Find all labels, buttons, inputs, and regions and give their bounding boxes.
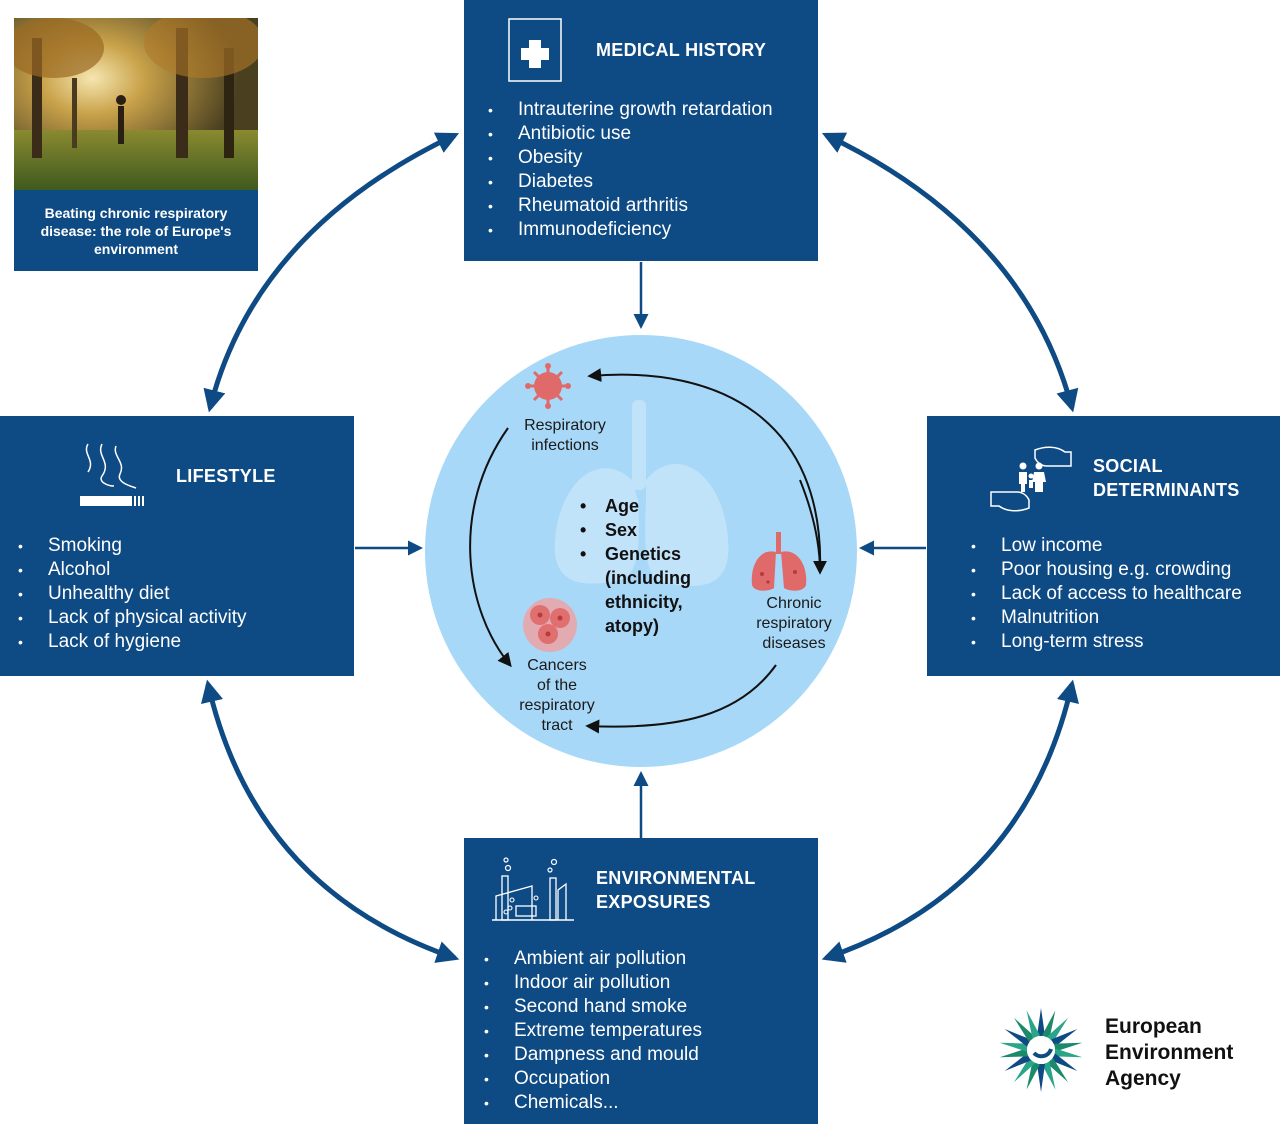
logo-petal <box>1051 1053 1078 1071</box>
cycle-arrow-chronic-to-cancers <box>585 664 777 734</box>
label-line: Chronic <box>766 595 822 612</box>
lifestyle-list: Smoking Alcohol Unhealthy diet Lack of p… <box>18 534 247 654</box>
list-item: Antibiotic use <box>488 122 773 146</box>
eea-brand-name: European Environment Agency <box>1105 1014 1233 1092</box>
virus-icon <box>525 363 571 409</box>
logo-petal <box>1004 1029 1031 1047</box>
list-item: Genetics (including ethnicity, atopy) <box>580 542 725 638</box>
lungs-icon <box>751 532 807 591</box>
tumor-cells-icon <box>523 598 577 652</box>
list-item: Occupation <box>484 1067 702 1091</box>
list-item: Ambient air pollution <box>484 947 702 971</box>
environmental-exposures-title: ENVIRONMENTAL EXPOSURES <box>596 866 756 914</box>
title-line: EXPOSURES <box>596 892 711 912</box>
medical-history-box: MEDICAL HISTORY Intrauterine growth reta… <box>464 0 818 261</box>
list-item: Low income <box>971 534 1242 558</box>
brand-line: Agency <box>1105 1067 1181 1090</box>
label-line: infections <box>531 437 599 454</box>
label-line: Cancers <box>527 657 587 674</box>
logo-petal <box>1051 1029 1078 1047</box>
title-line: ENVIRONMENTAL <box>596 868 756 888</box>
logo-petal <box>1014 1017 1036 1042</box>
family-hands-icon <box>987 444 1077 519</box>
chronic-diseases-label: Chronic respiratory diseases <box>744 594 844 654</box>
list-item: Smoking <box>18 534 247 558</box>
list-item: Lack of hygiene <box>18 630 247 654</box>
logo-petal <box>1054 1042 1083 1052</box>
report-title: Beating chronic respiratory disease: the… <box>40 205 232 257</box>
list-item: Chemicals... <box>484 1091 702 1115</box>
list-item: Rheumatoid arthritis <box>488 194 773 218</box>
list-item: Extreme temperatures <box>484 1019 702 1043</box>
respiratory-infections-label: Respiratory infections <box>510 416 620 456</box>
list-item: Immunodeficiency <box>488 218 773 242</box>
logo-petal <box>999 1048 1028 1058</box>
cigarette-icon <box>78 442 148 517</box>
title-line: SOCIAL <box>1093 456 1163 476</box>
list-item: Alcohol <box>18 558 247 582</box>
list-item: Age <box>580 494 725 518</box>
label-line: diseases <box>762 635 826 652</box>
logo-petal <box>1037 1008 1045 1036</box>
social-determinants-list: Low income Poor housing e.g. crowding La… <box>971 534 1242 654</box>
logo-petal <box>1046 1058 1068 1083</box>
logo-petal <box>1014 1058 1036 1083</box>
cycle-arrow-infections-to-chronic <box>799 479 827 575</box>
logo-petal <box>1004 1053 1031 1071</box>
logo-petal <box>1026 1010 1040 1039</box>
label-line: respiratory <box>519 697 595 714</box>
list-item: Unhealthy diet <box>18 582 247 606</box>
medical-history-list: Intrauterine growth retardation Antibiot… <box>488 98 773 242</box>
logo-petal <box>999 1042 1028 1052</box>
label-line: of the <box>536 677 578 694</box>
arrow-medical-social <box>821 132 1079 413</box>
brand-line: Environment <box>1105 1041 1234 1064</box>
list-item: Lack of physical activity <box>18 606 247 630</box>
medical-history-title: MEDICAL HISTORY <box>596 40 767 60</box>
list-item: Indoor air pollution <box>484 971 702 995</box>
social-determinants-box: SOCIAL DETERMINANTS Low income Poor hous… <box>927 416 1280 676</box>
label-line: Respiratory <box>524 417 606 434</box>
list-item: Lack of access to healthcare <box>971 582 1242 606</box>
list-item: Intrauterine growth retardation <box>488 98 773 122</box>
cycle-arrow-infections-to-cancers <box>469 427 512 668</box>
eea-logo-icon <box>999 1008 1083 1092</box>
label-line: respiratory <box>756 615 832 632</box>
arrow-social-environment <box>821 679 1079 963</box>
label-line: tract <box>541 717 573 734</box>
cancers-label: Cancers of the respiratory tract <box>507 656 607 736</box>
cycle-arrow-chronic-to-infections <box>587 368 822 573</box>
brand-line: European <box>1105 1015 1202 1038</box>
lifestyle-title: LIFESTYLE <box>176 466 276 486</box>
environmental-exposures-box: ENVIRONMENTAL EXPOSURES Ambient air poll… <box>464 838 818 1124</box>
social-determinants-title: SOCIAL DETERMINANTS <box>1093 454 1240 502</box>
logo-petal <box>1054 1048 1083 1058</box>
list-item: Long-term stress <box>971 630 1242 654</box>
logo-petal <box>1046 1017 1068 1042</box>
arrow-lifestyle-environment <box>201 679 460 963</box>
list-item: Malnutrition <box>971 606 1242 630</box>
list-item: Dampness and mould <box>484 1043 702 1067</box>
list-item: Poor housing e.g. crowding <box>971 558 1242 582</box>
medical-cross-icon <box>508 18 562 87</box>
logo-petal <box>1037 1064 1045 1092</box>
logo-petal <box>1042 1010 1056 1039</box>
report-cover-card[interactable]: Beating chronic respiratory disease: the… <box>14 18 258 271</box>
environmental-exposures-list: Ambient air pollution Indoor air polluti… <box>484 947 702 1115</box>
list-item: Obesity <box>488 146 773 170</box>
logo-petal <box>1026 1061 1040 1090</box>
list-item: Second hand smoke <box>484 995 702 1019</box>
lifestyle-box: LIFESTYLE Smoking Alcohol Unhealthy diet… <box>0 416 354 676</box>
individual-factors-list: Age Sex Genetics (including ethnicity, a… <box>580 494 725 638</box>
arrow-medical-lifestyle <box>203 132 460 413</box>
list-item: Sex <box>580 518 725 542</box>
autumn-park-photo <box>14 18 258 190</box>
list-item: Diabetes <box>488 170 773 194</box>
logo-petal <box>1042 1061 1056 1090</box>
title-line: DETERMINANTS <box>1093 480 1240 500</box>
factory-icon <box>492 856 578 929</box>
